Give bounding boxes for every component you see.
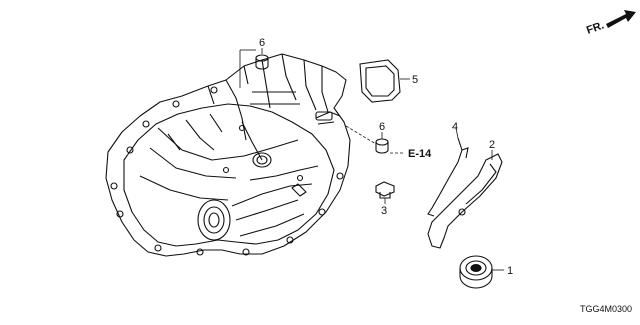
callout-5: 5	[412, 74, 418, 86]
callout-4: 4	[452, 121, 458, 133]
bolt	[375, 181, 395, 204]
front-direction-indicator: FR.	[585, 10, 636, 37]
spring-clip	[427, 127, 469, 217]
clutch-housing	[105, 53, 351, 257]
front-direction-label: FR.	[585, 19, 606, 36]
release-bearing	[459, 255, 504, 289]
callout-3: 3	[381, 205, 387, 217]
callout-6-top: 6	[259, 37, 265, 49]
callout-6-right: 6	[379, 121, 385, 133]
callout-1: 1	[507, 265, 513, 277]
diagram-code-label: TGG4M0300	[580, 304, 632, 314]
dowel-pin-right	[345, 125, 404, 154]
dowel-pin-top	[239, 48, 269, 88]
arrow-icon	[606, 10, 636, 28]
callout-2: 2	[489, 139, 495, 151]
release-fork	[427, 150, 503, 249]
section-reference-label: E-14	[408, 148, 432, 160]
cover-plug	[359, 59, 410, 103]
